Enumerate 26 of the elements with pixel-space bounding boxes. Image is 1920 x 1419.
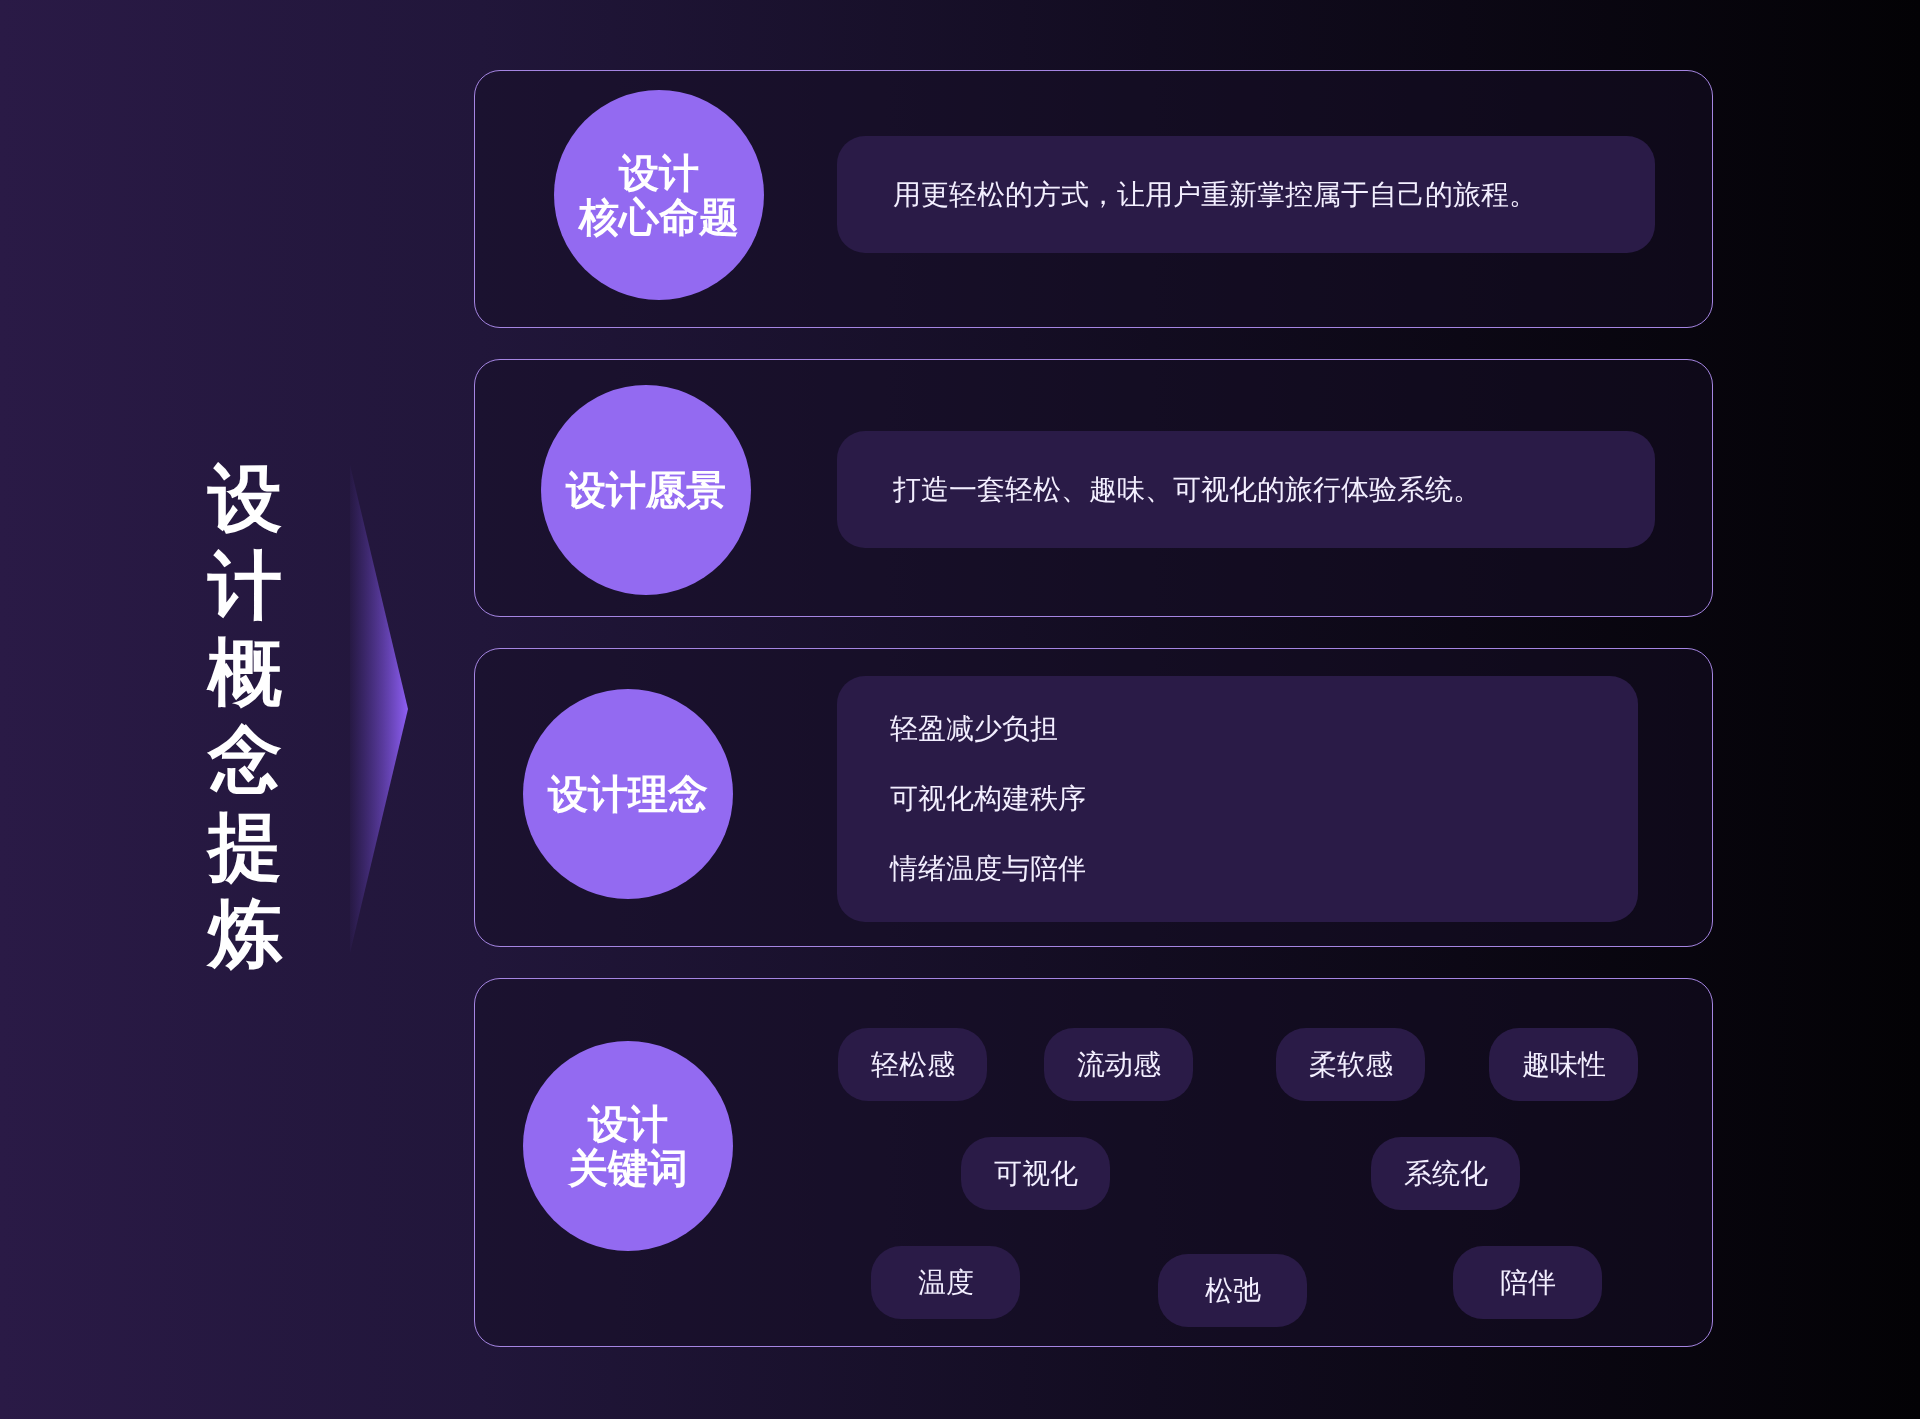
keyword-tag: 趣味性: [1489, 1028, 1638, 1101]
keyword-tag: 陪伴: [1453, 1246, 1602, 1319]
keyword-tag: 温度: [871, 1246, 1020, 1319]
topic-title: 设计愿景: [566, 468, 726, 512]
statement-card: [837, 431, 1655, 548]
panel-card: [474, 359, 1713, 617]
topic-title: 设计核心命题: [579, 151, 739, 239]
vertical-title: 设计概念提炼: [208, 455, 284, 977]
principle-text: 可视化构建秩序: [890, 781, 1086, 817]
topic-title: 设计理念: [548, 772, 708, 816]
statement-text: 用更轻松的方式，让用户重新掌控属于自己的旅程。: [893, 176, 1537, 213]
principle-text: 情绪温度与陪伴: [890, 851, 1086, 887]
panel-card: [474, 70, 1713, 328]
keyword-tag: 松弛: [1158, 1254, 1307, 1327]
keyword-tag: 轻松感: [838, 1028, 987, 1101]
principle-text: 轻盈减少负担: [890, 711, 1058, 747]
principle-card: [837, 676, 1638, 922]
panel-card: [474, 648, 1713, 947]
keyword-tag: 系统化: [1371, 1137, 1520, 1210]
keyword-tag: 可视化: [961, 1137, 1110, 1210]
statement-card: [837, 136, 1655, 253]
topic-title: 设计关键词: [568, 1102, 688, 1190]
keyword-tag: 流动感: [1044, 1028, 1193, 1101]
statement-text: 打造一套轻松、趣味、可视化的旅行体验系统。: [893, 471, 1481, 508]
keyword-tag: 柔软感: [1276, 1028, 1425, 1101]
panel-card: [474, 978, 1713, 1347]
